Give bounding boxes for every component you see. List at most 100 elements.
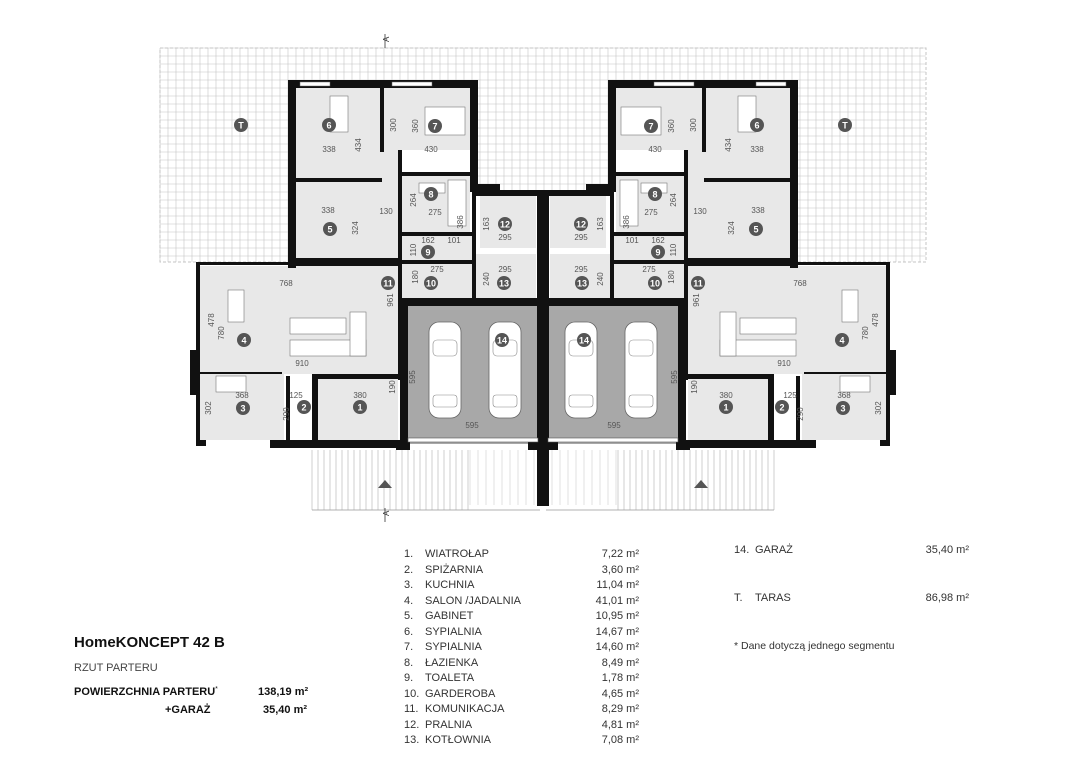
wall (196, 262, 292, 265)
car-icon (564, 321, 598, 419)
room-marker-label: 2 (301, 403, 306, 413)
room-marker-label: 7 (432, 122, 437, 132)
room-marker-label: 8 (428, 190, 433, 200)
dining-table (841, 289, 859, 323)
room-marker-badge (424, 276, 438, 290)
legend-name: GARDEROBA (425, 687, 496, 700)
room-marker-label: 1 (723, 403, 728, 413)
legend-name: SPIŻARNIA (425, 563, 484, 576)
room-marker-label: 7 (648, 122, 653, 132)
room-marker-label: 8 (652, 190, 657, 200)
legend-area: 4,81 m² (601, 718, 639, 731)
wall (318, 374, 398, 379)
car-rear-window (628, 394, 654, 408)
wall (539, 190, 549, 506)
legend-area: 1,78 m² (601, 672, 639, 684)
wall (288, 258, 400, 266)
sofa (349, 311, 367, 357)
room-marker-label: 11 (693, 279, 703, 289)
dimension-label: 264 (409, 193, 418, 207)
dimension-label: 338 (321, 206, 335, 215)
wall (614, 172, 684, 176)
room-marker-label: 3 (240, 404, 245, 414)
legend-row: 1. WIATROŁAP 7,22 m² (404, 548, 639, 564)
dimension-label: 430 (648, 145, 662, 154)
sofa (719, 311, 737, 357)
room-marker-badge (577, 333, 591, 347)
dimension-label: 430 (424, 145, 438, 154)
room-floor-9 (402, 236, 472, 262)
wall (686, 440, 816, 448)
room-marker-badge (236, 401, 250, 415)
room-marker-badge (648, 187, 662, 201)
wall (196, 440, 206, 446)
legend-name: GABINET (425, 610, 474, 622)
dimension-label: 180 (667, 270, 676, 284)
dimension-label: 240 (596, 272, 605, 286)
floor-area-mark: * (215, 686, 218, 693)
room-marker-badge (575, 276, 589, 290)
room-marker-label: 6 (326, 121, 331, 131)
legend-name: KUCHNIA (425, 579, 475, 591)
legend-area: 7,22 m² (601, 548, 639, 560)
wall (402, 172, 472, 176)
garage-door (407, 437, 539, 443)
wall (676, 440, 690, 450)
room-marker-label: T (238, 121, 244, 131)
dimension-label: 163 (596, 217, 605, 231)
plan-subtitle: RZUT PARTERU (74, 662, 158, 674)
dimension-label: 275 (430, 265, 444, 274)
room-marker-label: 4 (839, 336, 844, 346)
dimension-label: 368 (235, 391, 249, 400)
wall (686, 258, 798, 266)
cooktop (839, 375, 871, 393)
room-marker-badge (750, 118, 764, 132)
wall (402, 260, 472, 264)
dimension-label: 275 (644, 208, 658, 217)
dimension-label: 110 (669, 243, 678, 256)
dimension-label: 295 (574, 265, 588, 274)
car-rear-window (432, 394, 458, 408)
bathtub (447, 179, 467, 227)
room-marker-label: 10 (650, 279, 660, 289)
dimension-label: 302 (204, 401, 213, 415)
car-icon (624, 321, 658, 419)
project-title: HomeKONCEPT 42 B (74, 634, 225, 651)
wall (190, 350, 200, 395)
wall (270, 440, 400, 448)
legend-number: T. (734, 592, 743, 604)
room-marker-label: 9 (655, 248, 660, 258)
wall (702, 88, 706, 152)
room-marker-badge (644, 119, 658, 133)
room-floor-5 (296, 182, 380, 258)
wall (678, 298, 686, 446)
room-marker-label: 9 (425, 248, 430, 258)
floor-area-label: POWIERZCHNIA PARTERU* (74, 686, 218, 698)
kitchen-island (289, 317, 347, 335)
wall (544, 440, 558, 450)
wall (288, 80, 478, 88)
wall (296, 178, 382, 182)
room-marker-label: 1 (357, 403, 362, 413)
dimension-label: 190 (690, 380, 699, 394)
wall (880, 440, 890, 446)
legend-number: 1. (404, 548, 414, 560)
dimension-label: 910 (295, 359, 309, 368)
wall (380, 88, 384, 152)
legend-number: 12. (404, 718, 420, 731)
legend-name: WIATROŁAP (425, 548, 489, 560)
dimension-label: 180 (411, 270, 420, 284)
legend-name: SYPIALNIA (425, 625, 482, 638)
dimension-label: 338 (750, 145, 764, 154)
dimension-label: 290 (796, 407, 805, 421)
window (391, 81, 433, 87)
wall (528, 440, 542, 450)
room-marker-badge (428, 119, 442, 133)
room-marker-badge (497, 276, 511, 290)
legend-number: 8. (404, 656, 414, 669)
legend-name: GARAŻ (755, 544, 793, 556)
wall (886, 350, 896, 395)
wall (586, 184, 616, 192)
